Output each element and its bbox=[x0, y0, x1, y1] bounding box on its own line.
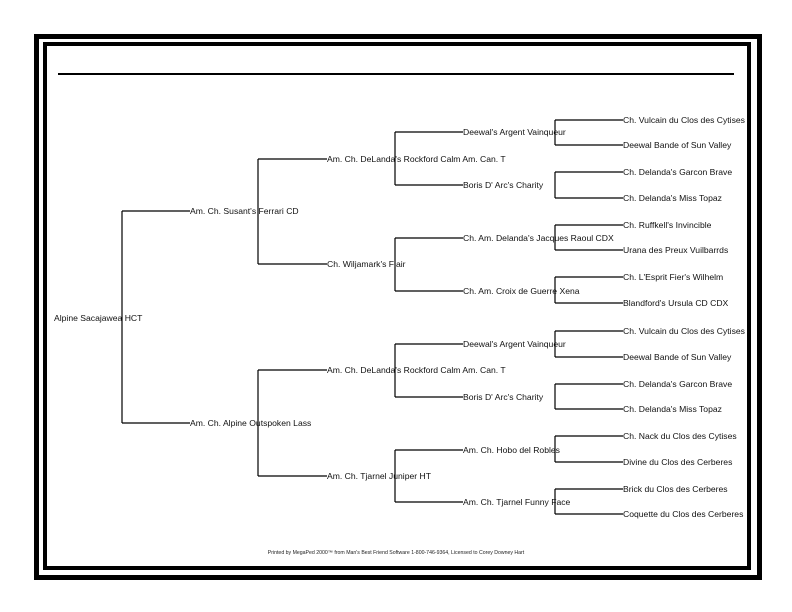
gen4-ancestor: Ch. Ruffkell's Invincible bbox=[623, 220, 712, 230]
gen3-ancestor: Deewal's Argent Vainqueur bbox=[463, 339, 566, 349]
gen4-ancestor: Ch. Delanda's Miss Topaz bbox=[623, 193, 722, 203]
gen4-ancestor: Urana des Preux Vuilbarrds bbox=[623, 245, 729, 255]
gen2-ancestor: Ch. Wiljamark's Flair bbox=[327, 259, 406, 269]
print-footer: Printed by MegaPed 2000™ from Man's Best… bbox=[267, 550, 525, 556]
gen3-ancestor: Boris D' Arc's Charity bbox=[463, 392, 544, 402]
gen4-ancestor: Blandford's Ursula CD CDX bbox=[623, 298, 729, 308]
subject-name: Alpine Sacajawea HCT bbox=[54, 313, 143, 323]
gen4-ancestor: Ch. Vulcain du Clos des Cytises bbox=[623, 326, 745, 336]
gen4-ancestor: Ch. Delanda's Garcon Brave bbox=[623, 167, 733, 177]
gen3-ancestor: Boris D' Arc's Charity bbox=[463, 180, 544, 190]
gen3-ancestor: Deewal's Argent Vainqueur bbox=[463, 127, 566, 137]
gen4-ancestor: Ch. Delanda's Miss Topaz bbox=[623, 404, 722, 414]
gen4-ancestor: Ch. Nack du Clos des Cytises bbox=[623, 431, 737, 441]
gen3-ancestor: Am. Ch. Tjarnel Funny Face bbox=[463, 497, 571, 507]
gen2-ancestor: Am. Ch. Tjarnel Juniper HT bbox=[327, 471, 431, 481]
gen4-ancestor: Deewal Bande of Sun Valley bbox=[623, 352, 732, 362]
gen4-ancestor: Coquette du Clos des Cerberes bbox=[623, 509, 744, 519]
gen4-ancestor: Divine du Clos des Cerberes bbox=[623, 457, 733, 467]
gen4-ancestor: Deewal Bande of Sun Valley bbox=[623, 140, 732, 150]
gen2-ancestor: Am. Ch. DeLanda's Rockford Calm Am. Can.… bbox=[327, 154, 506, 164]
gen4-ancestor: Ch. Vulcain du Clos des Cytises bbox=[623, 115, 745, 125]
outer-border bbox=[34, 34, 762, 580]
gen3-ancestor: Ch. Am. Delanda's Jacques Raoul CDX bbox=[463, 233, 614, 243]
title-rule bbox=[58, 73, 734, 75]
gen3-ancestor: Am. Ch. Hobo del Robles bbox=[463, 445, 560, 455]
gen4-ancestor: Brick du Clos des Cerberes bbox=[623, 484, 728, 494]
gen4-ancestor: Ch. Delanda's Garcon Brave bbox=[623, 379, 733, 389]
dam-name: Am. Ch. Alpine Outspoken Lass bbox=[190, 418, 312, 428]
inner-border bbox=[43, 42, 751, 570]
sire-name: Am. Ch. Susant's Ferrari CD bbox=[190, 206, 299, 216]
gen4-ancestor: Ch. L'Esprit Fier's Wilhelm bbox=[623, 272, 724, 282]
gen3-ancestor: Ch. Am. Croix de Guerre Xena bbox=[463, 286, 580, 296]
gen2-ancestor: Am. Ch. DeLanda's Rockford Calm Am. Can.… bbox=[327, 365, 506, 375]
